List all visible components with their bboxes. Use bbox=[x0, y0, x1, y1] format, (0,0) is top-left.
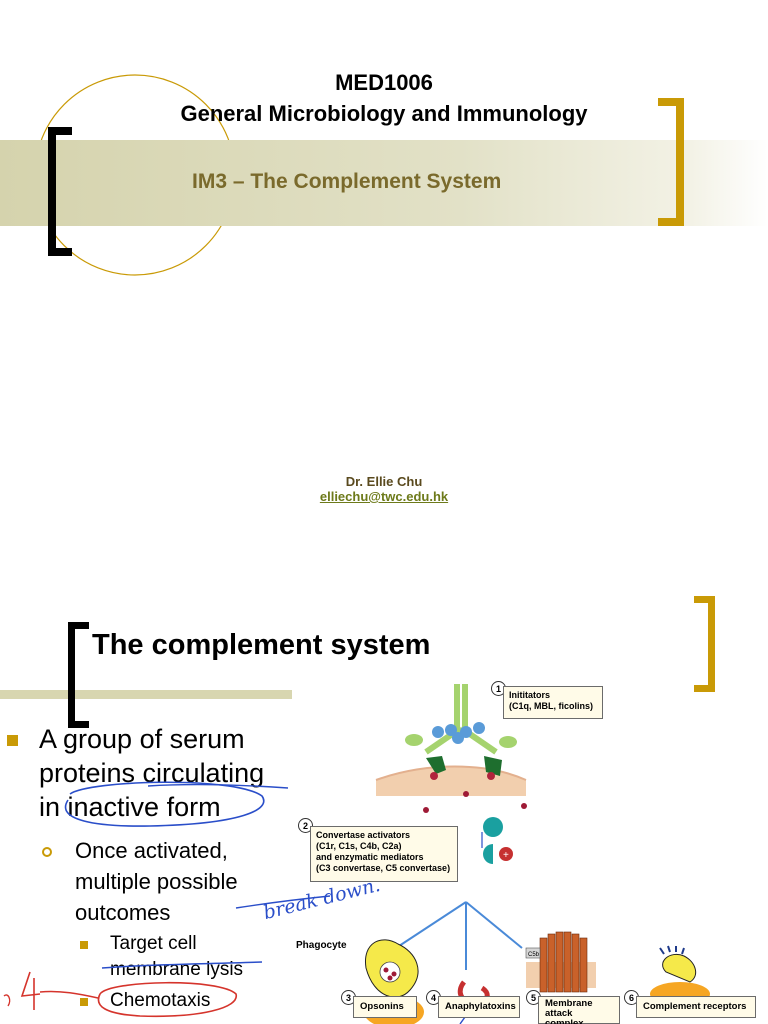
step-number-2: 2 bbox=[298, 818, 313, 833]
slide-heading: The complement system bbox=[92, 629, 431, 661]
label-opsonins: Opsonins bbox=[353, 996, 417, 1018]
bullet-l3-item2: Chemotaxis bbox=[110, 990, 211, 1011]
step-number-3: 3 bbox=[341, 990, 356, 1005]
author-email-link[interactable]: elliechu@twc.edu.hk bbox=[319, 489, 449, 504]
left-bracket bbox=[48, 127, 72, 256]
bullet-l2-line1: Once activated, bbox=[75, 838, 228, 863]
label-membrane-attack-complex: Membrane attack complex bbox=[538, 996, 620, 1024]
label-mac-line1: Membrane bbox=[545, 998, 593, 1009]
label-complement-receptors: Complement receptors bbox=[636, 996, 756, 1018]
author-name: Dr. Ellie Chu bbox=[345, 474, 423, 489]
bullet-square-small bbox=[80, 998, 88, 1006]
bullet-l2-line2: multiple possible bbox=[75, 869, 238, 894]
label-convertase-line2: (C1r, C1s, C4b, C2a) bbox=[316, 841, 402, 851]
bullet-l1-line3: in inactive form bbox=[39, 792, 221, 822]
svg-text:+: + bbox=[503, 850, 509, 861]
bullet-square-small bbox=[80, 941, 88, 949]
label-convertase-line1: Convertase activators bbox=[316, 830, 411, 840]
left-bracket bbox=[68, 622, 89, 728]
title-slide: MED1006 General Microbiology and Immunol… bbox=[0, 70, 768, 504]
content-slide: The complement system A group of serum p… bbox=[0, 548, 768, 1024]
bullet-l2-line3: outcomes bbox=[75, 900, 171, 925]
course-code: MED1006 bbox=[335, 70, 433, 95]
bullet-l3-item1-line1: Target cell bbox=[110, 933, 197, 954]
right-bracket bbox=[658, 98, 684, 226]
label-initiators-line2: (C1q, MBL, ficolins) bbox=[509, 701, 593, 711]
phagocyte-label: Phagocyte bbox=[296, 940, 347, 951]
label-initiators-line1: Inititators bbox=[509, 690, 551, 700]
lecture-title: IM3 – The Complement System bbox=[192, 170, 502, 193]
bullet-square bbox=[7, 735, 18, 746]
right-bracket bbox=[694, 596, 715, 692]
label-mac-line2: attack complex bbox=[545, 1008, 584, 1024]
course-title: General Microbiology and Immunology bbox=[180, 101, 588, 126]
label-initiators: Inititators (C1q, MBL, ficolins) bbox=[503, 686, 603, 719]
mac-pore bbox=[539, 931, 588, 993]
bullet-ring bbox=[42, 847, 52, 857]
svg-text:C5b: C5b bbox=[528, 952, 540, 958]
label-convertase-activators: Convertase activators (C1r, C1s, C4b, C2… bbox=[310, 826, 458, 882]
label-convertase-line3: and enzymatic mediators bbox=[316, 852, 424, 862]
label-anaphylatoxins: Anaphylatoxins bbox=[438, 996, 520, 1018]
title-band bbox=[0, 140, 768, 226]
bullet-l1-line1: A group of serum bbox=[39, 724, 245, 754]
label-convertase-line4: (C3 convertase, C5 convertase) bbox=[316, 863, 451, 873]
heading-underline-band bbox=[0, 690, 292, 699]
handwriting-annotations bbox=[3, 781, 471, 1024]
